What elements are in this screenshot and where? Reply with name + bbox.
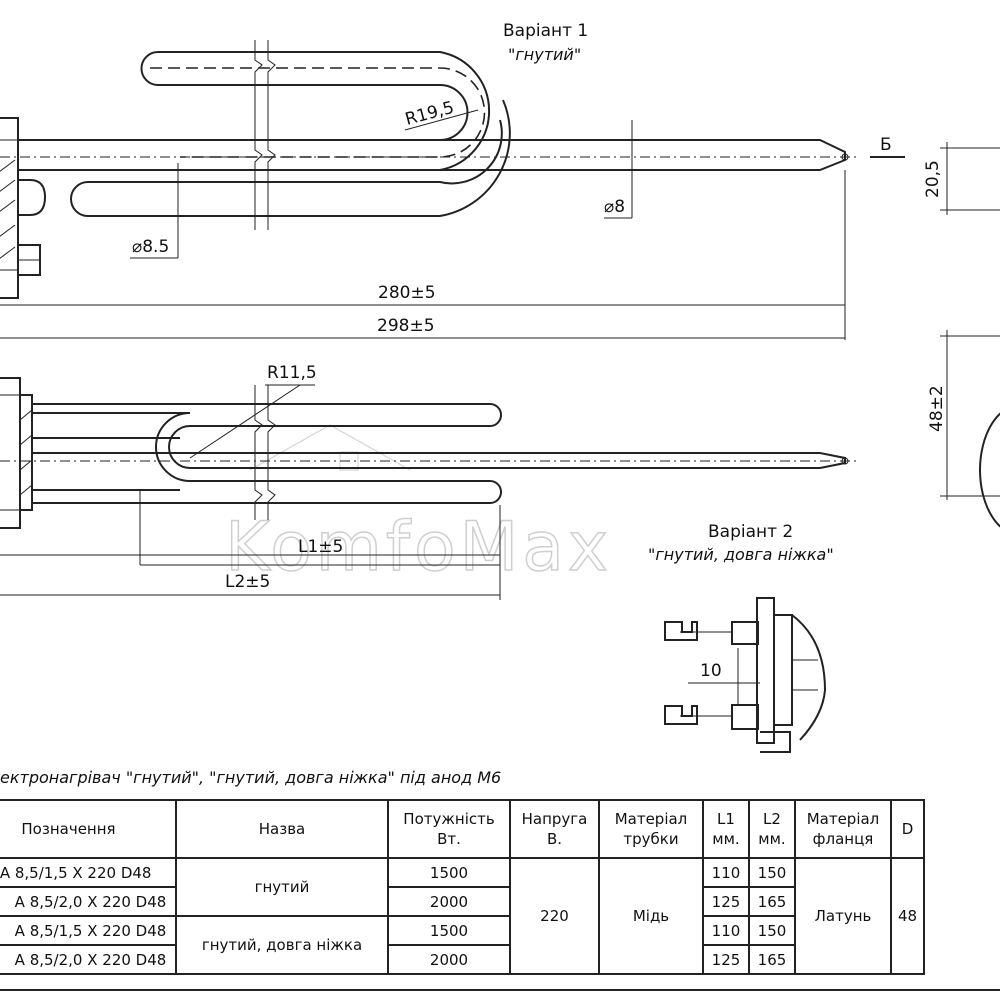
- dim-280: 280±5: [378, 283, 436, 303]
- cell-designation: 5 А 8,5/1,5 Х 220 D48: [0, 857, 177, 888]
- variant2-subtitle: "гнутий, довга ніжка": [648, 545, 834, 564]
- cell-d: 48: [890, 857, 925, 975]
- variant1-subtitle: "гнутий": [508, 45, 581, 64]
- dim-r19-5: R19,5: [403, 98, 456, 130]
- cell-voltage: 220: [509, 857, 600, 975]
- cell-name-group-1: гнутий: [175, 857, 389, 917]
- view-b-label: Б: [880, 135, 892, 155]
- cell-flange-material: Латунь: [794, 857, 892, 975]
- cell-l1: 125: [702, 886, 750, 917]
- cell-l2: 165: [748, 886, 796, 917]
- dim-l1: L1±5: [298, 537, 343, 557]
- cell-l1: 110: [702, 915, 750, 946]
- cell-designation: А 8,5/1,5 Х 220 D48: [0, 915, 177, 946]
- variant2-title: Варіант 2: [708, 522, 793, 542]
- dim-d8-5: ⌀8.5: [132, 237, 169, 257]
- cell-power: 1500: [387, 857, 511, 888]
- dim-298: 298±5: [377, 316, 435, 336]
- dim-10: 10: [700, 661, 722, 681]
- variant1-title: Варіант 1: [503, 21, 588, 41]
- cell-power: 1500: [387, 915, 511, 946]
- table-row: А 8,5/1,5 Х 220 D48 гнутий, довга ніжка …: [0, 915, 924, 975]
- cell-tube-material: Мідь: [598, 857, 704, 975]
- table-row: А 8,5/2,0 Х 220 D48 2000 125 165: [0, 886, 924, 917]
- cell-l2: 165: [748, 944, 796, 975]
- dim-r11-5: R11,5: [267, 363, 317, 383]
- watermark-home-icon: [249, 424, 411, 471]
- table-caption: ектронагрівач "гнутий", "гнутий, довга н…: [0, 768, 502, 787]
- break-marks-2: [254, 385, 276, 520]
- dim-l2: L2±5: [225, 572, 270, 592]
- cell-l2: 150: [748, 915, 796, 946]
- flange-hatch-1: [0, 159, 16, 259]
- cell-l1: 110: [702, 857, 750, 888]
- table-row: 5 А 8,5/1,5 Х 220 D48 гнутий 1500 220 Мі…: [0, 857, 925, 975]
- variant2-heater: R11,5 L1±5 L2±5 48±2 Варіант 2 "гнутий, …: [0, 330, 1000, 600]
- cell-power: 2000: [387, 944, 511, 975]
- variant2-detail: 10: [664, 597, 827, 753]
- header-d: D: [890, 799, 925, 859]
- cell-l1: 125: [702, 944, 750, 975]
- header-designation: Позначення: [0, 799, 177, 859]
- cell-designation: А 8,5/2,0 Х 220 D48: [0, 886, 177, 917]
- break-marks-1: [254, 40, 276, 230]
- cell-designation: А 8,5/2,0 Х 220 D48: [0, 944, 177, 975]
- cell-name-group-2: гнутий, довга ніжка: [175, 915, 389, 975]
- dim-20-5: 20,5: [923, 160, 943, 198]
- flange-1: [0, 117, 19, 299]
- table-row: А 8,5/2,0 Х 220 D48 2000 125 165: [0, 944, 924, 975]
- header-name: Назва: [175, 799, 389, 859]
- variant1-heater: R19,5 ⌀8.5 ⌀8 280±5 298±5 Б 20,5 Варіант…: [0, 21, 1000, 340]
- dim-48: 48±2: [927, 385, 947, 432]
- dim-d8: ⌀8: [604, 197, 625, 217]
- watermark-text: KomfoMax: [225, 508, 612, 587]
- cell-l2: 150: [748, 857, 796, 888]
- cell-power: 2000: [387, 886, 511, 917]
